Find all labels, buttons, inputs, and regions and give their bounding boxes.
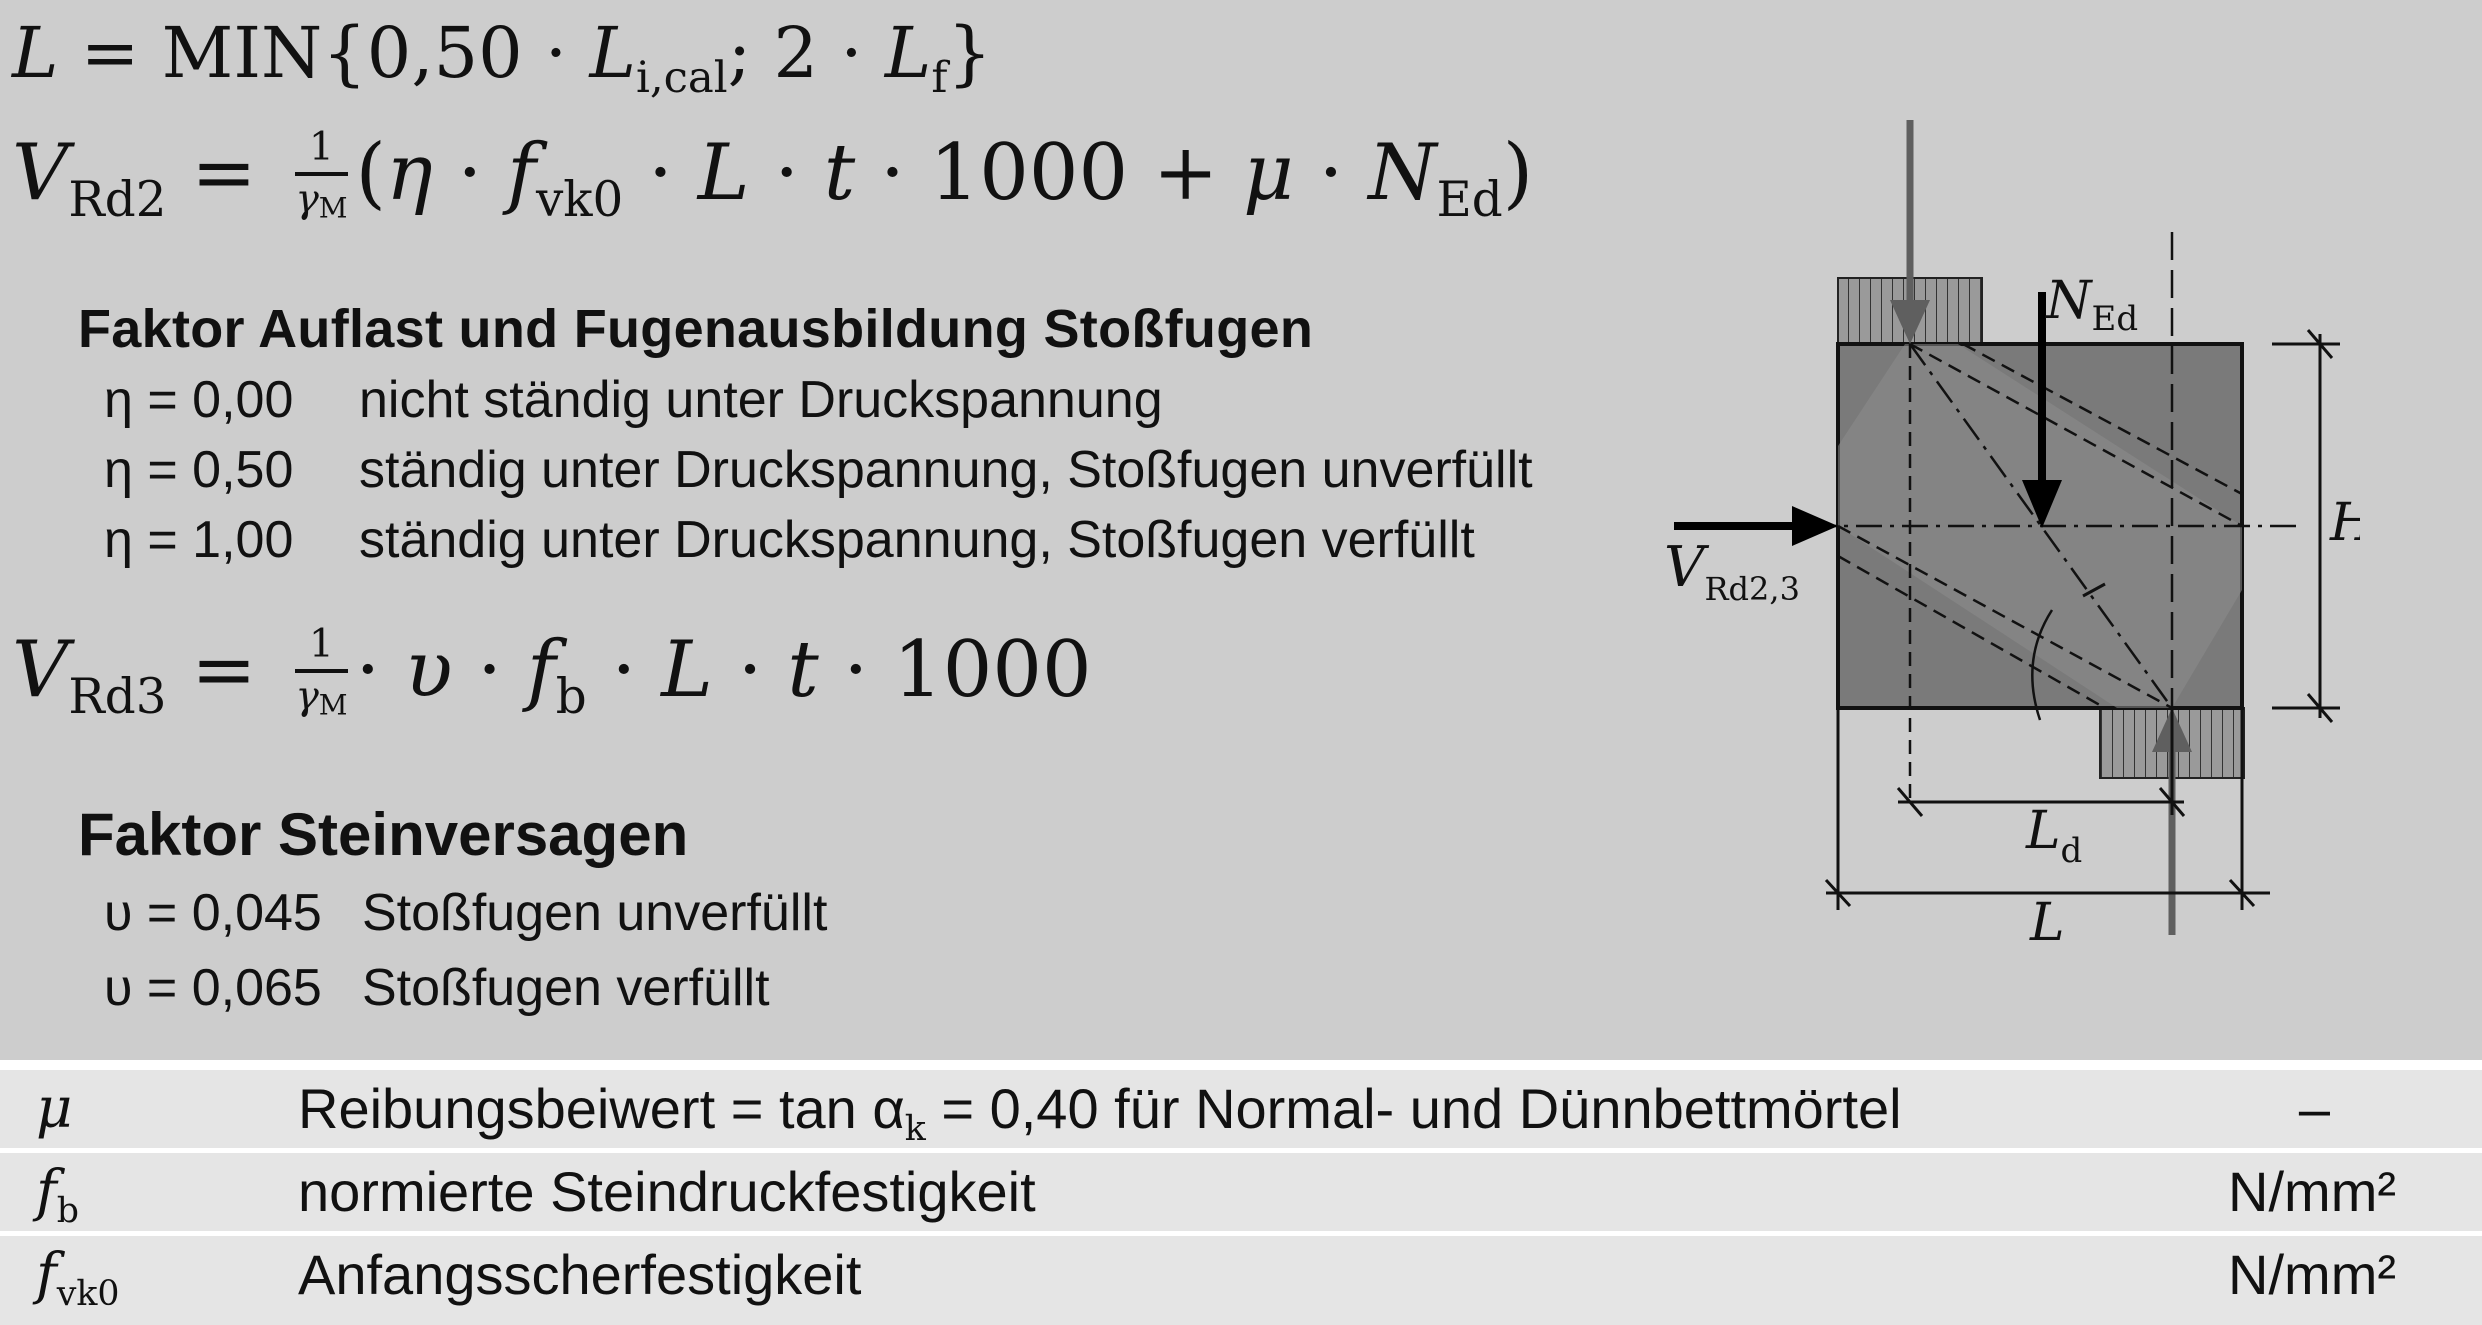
- formula-plus: +: [1152, 128, 1219, 218]
- legend-description: normierte Steindruckfestigkeit: [298, 1160, 1036, 1223]
- formula-mu: μ: [1243, 128, 1294, 218]
- fraction: 1 γM: [295, 124, 348, 225]
- formula-coef: 0,50: [366, 12, 523, 94]
- fraction-bar: [295, 171, 348, 176]
- label-normal-force: NEd: [2044, 271, 2138, 339]
- legend-row: fvk0 Anfangsscherfestigkeit N/mm²: [0, 1236, 2482, 1325]
- formula-lhs: V: [12, 128, 69, 218]
- formula-paren-close: ): [1502, 128, 1534, 218]
- formula-var1: L: [589, 12, 636, 94]
- formula-var2: L: [884, 12, 932, 94]
- fraction-denominator: γM: [295, 673, 348, 722]
- formula-f: f: [526, 625, 556, 715]
- formula-f: f: [507, 128, 536, 218]
- label-height: Hi: [2329, 493, 2360, 563]
- formula-coef2: 2: [773, 12, 819, 94]
- label-shear-force: VRd2,3: [1664, 535, 1800, 608]
- formula-L: L: [661, 625, 713, 715]
- formula-f-sub: vk0: [535, 171, 624, 228]
- formula-t: t: [787, 625, 819, 715]
- legend-description: Reibungsbeiwert = tan αk = 0,40 für Norm…: [298, 1077, 1902, 1150]
- formula-vrd3: VRd3 = 1 γM · υ · fb · L · t · 1000: [12, 621, 1092, 725]
- formula-var1-sub: i,cal: [635, 53, 728, 104]
- formula-N-sub: Ed: [1436, 171, 1503, 228]
- angle-tick: [2082, 582, 2106, 598]
- formula-dot: ·: [840, 12, 863, 94]
- formula-equals: =: [191, 625, 257, 715]
- formula-t: t: [823, 128, 856, 218]
- fraction-numerator: 1: [309, 621, 334, 667]
- legend-symbol: fvk0: [36, 1242, 120, 1315]
- formula-length: L = MIN{0,50 · Li,cal; 2 · Lf}: [12, 12, 992, 100]
- formula-var2-sub: f: [931, 53, 948, 104]
- formula-paren-open: (: [355, 128, 386, 218]
- legend-symbol: fb: [36, 1159, 79, 1232]
- formula-equals: =: [80, 12, 140, 94]
- legend-unit: –: [2298, 1077, 2330, 1140]
- formula-close-brace: }: [947, 12, 992, 94]
- formula-min: MIN: [161, 12, 323, 94]
- legend-unit: N/mm²: [2228, 1160, 2396, 1223]
- formula-N: N: [1368, 128, 1437, 218]
- formula-lhs: V: [12, 625, 69, 715]
- angle-arc: [2031, 609, 2054, 721]
- legend-symbol: μ: [36, 1076, 73, 1141]
- label-length: L: [2029, 893, 2065, 953]
- formula-lhs-sub: Rd2: [68, 171, 167, 228]
- label-ld: Ld: [2025, 801, 2082, 871]
- normal-force-arrow: [2022, 292, 2062, 528]
- shear-force-arrow: [1674, 506, 1838, 546]
- formula-vrd2: VRd2 = 1 γM (η · fvk0 · L · t · 1000 + μ…: [12, 124, 1534, 228]
- formula-lhs: L: [12, 12, 59, 94]
- heading-nu: Faktor Steinversagen: [78, 801, 689, 868]
- formula-f-sub: b: [555, 668, 587, 725]
- dimension-lines: [1824, 329, 2340, 910]
- legend-row: μ Reibungsbeiwert = tan αk = 0,40 für No…: [0, 1070, 2482, 1148]
- legend-row: fb normierte Steindruckfestigkeit N/mm²: [0, 1153, 2482, 1231]
- legend-unit: N/mm²: [2228, 1243, 2396, 1306]
- fraction: 1 γM: [295, 621, 348, 722]
- formula-lhs-sub: Rd3: [68, 668, 167, 725]
- formula-open-brace: {: [322, 12, 367, 94]
- legend-description: Anfangsscherfestigkeit: [298, 1243, 862, 1306]
- heading-eta: Faktor Auflast und Fugenausbildung Stoßf…: [78, 299, 1314, 359]
- formula-dot: ·: [544, 12, 568, 94]
- formula-1000: 1000: [893, 625, 1092, 715]
- formula-eta: η: [385, 128, 433, 218]
- fraction-denominator: γM: [295, 176, 348, 225]
- formula-L: L: [697, 128, 750, 218]
- fraction-bar: [295, 668, 348, 673]
- formula-nu: υ: [405, 625, 453, 715]
- formula-sep: ;: [727, 12, 752, 94]
- formula-equals: =: [191, 128, 257, 218]
- formula-1000: 1000: [929, 128, 1129, 218]
- dashed-construction-lines: [1810, 232, 2300, 800]
- wall-shear-diagram: NEd VRd2,3 Hi Ld L: [1664, 120, 2360, 953]
- fraction-numerator: 1: [309, 124, 334, 170]
